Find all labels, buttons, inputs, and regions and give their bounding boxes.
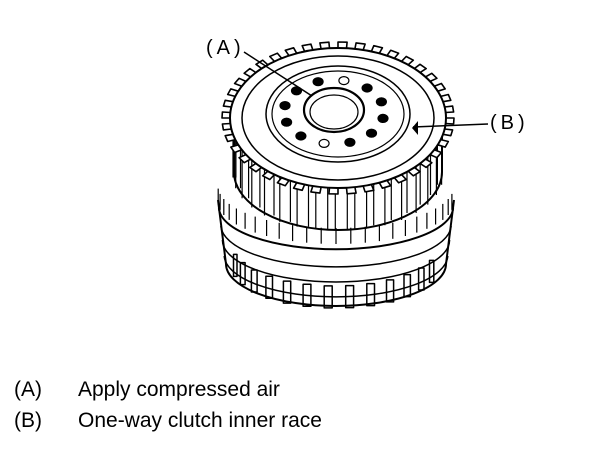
callout-a-label: (A) — [206, 37, 245, 59]
legend-text-a: Apply compressed air — [78, 378, 280, 401]
legend-text-b: One-way clutch inner race — [78, 409, 322, 432]
legend-key-b: (B) — [14, 409, 42, 432]
callout-b-label: (B) — [490, 112, 529, 134]
legend-row-a: (A) Apply compressed air — [14, 374, 322, 405]
legend: (A) Apply compressed air (B) One-way clu… — [14, 374, 322, 436]
leader-line-b — [412, 123, 489, 128]
clutch-drum-lower — [217, 188, 455, 309]
leader-line-a — [243, 51, 313, 97]
legend-key-a: (A) — [14, 378, 42, 401]
clutch-face-plate — [221, 41, 455, 195]
clutch-assembly-drawing — [217, 41, 489, 309]
legend-row-b: (B) One-way clutch inner race — [14, 405, 322, 436]
